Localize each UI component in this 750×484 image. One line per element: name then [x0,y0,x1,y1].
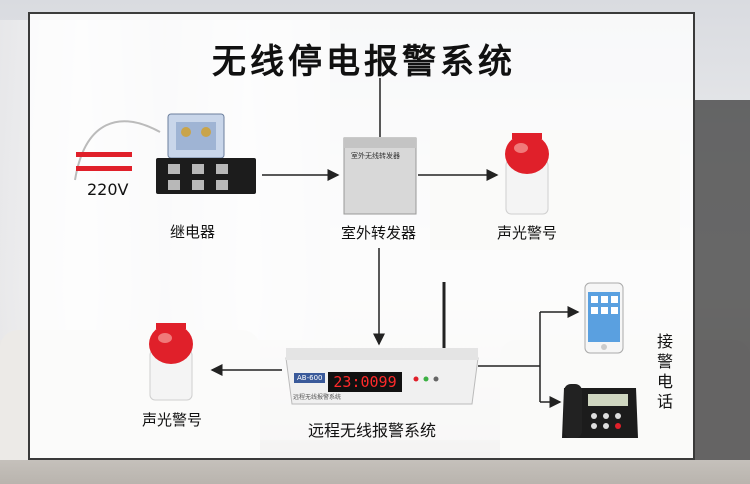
siren-left-label: 声光警号 [142,411,203,429]
forwarder-label: 室外转发器 [341,224,417,242]
right-wall-pillar [695,100,750,460]
siren-left-icon [149,323,193,401]
mobile-phone-icon [584,282,624,354]
power-cable [74,120,161,181]
relay-label: 继电器 [170,223,216,241]
relay-icon [156,113,256,194]
voltage-label: 220V [87,180,129,199]
desk-phone-icon [562,384,638,438]
siren-right-icon [505,133,549,215]
phone-label: 接警电话 [656,332,673,411]
alarm-plate: 远程无线报警系统 [293,394,342,401]
forwarder-plate: 室外无线转发器 [351,152,400,160]
alarm-model-badge: AB-600 [294,373,326,383]
power-symbol-icon [76,152,132,171]
forwarder-icon [343,137,417,215]
alarm-display: 23:0099 [328,372,402,392]
alarm-buttons-icon [413,376,439,382]
page-title: 无线停电报警系统 [212,42,516,82]
siren-right-label: 声光警号 [497,224,558,242]
alarm-system-label: 远程无线报警系统 [308,421,437,440]
